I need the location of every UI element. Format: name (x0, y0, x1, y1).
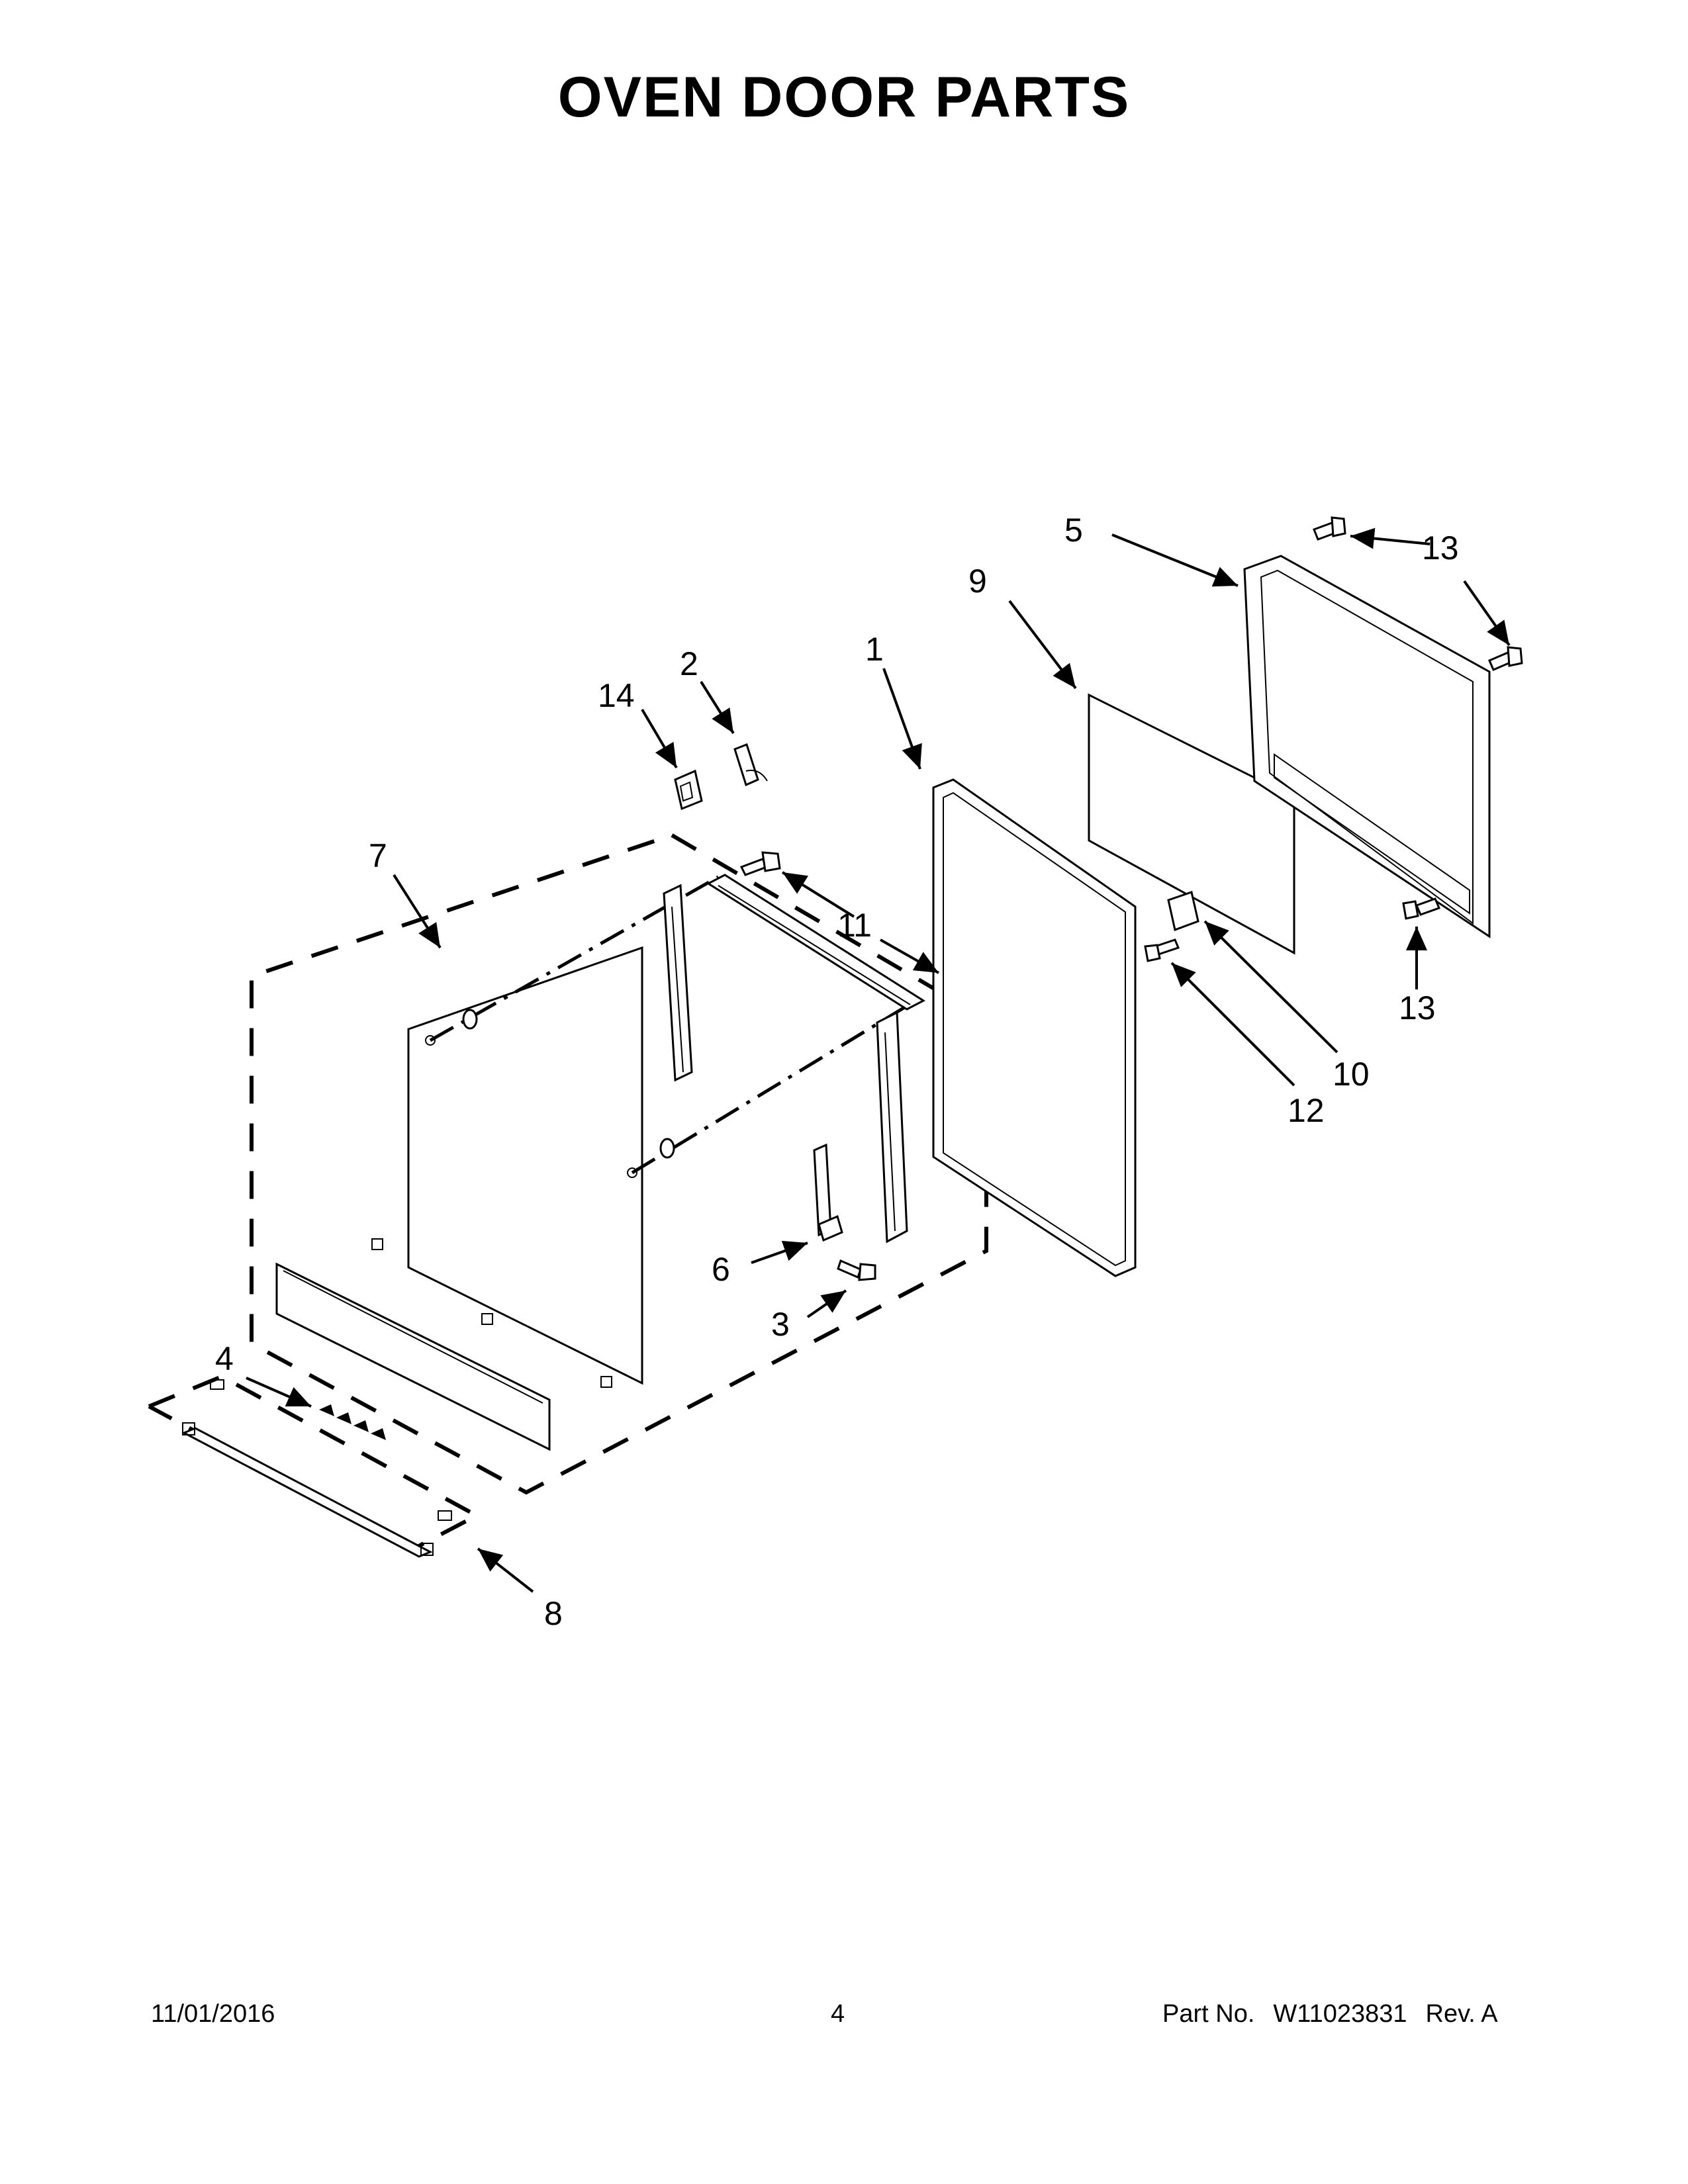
panel-screw-top-right (1488, 646, 1523, 671)
hinge-screw (837, 1259, 876, 1281)
footer-revision: Rev. A (1425, 2000, 1498, 2028)
hinge (813, 1143, 843, 1242)
footer-part-info: Part No. W11023831 Rev. A (1162, 2000, 1498, 2028)
callout-13-bottom: 13 (1399, 989, 1436, 1026)
callout-12: 12 (1288, 1092, 1325, 1129)
callout-labels: 1 2 3 4 5 6 7 8 9 10 11 12 13 13 14 (215, 512, 1459, 1632)
door-trim-strip (275, 1262, 551, 1451)
door-side-channel-right (876, 1011, 908, 1244)
handle-spacers (319, 1404, 386, 1440)
footer-page-number: 4 (831, 2000, 845, 2028)
callout-1: 1 (865, 631, 884, 668)
clip (674, 769, 703, 811)
outer-door-assembly-outline (250, 833, 988, 1495)
door-side-channel-left (663, 884, 693, 1082)
callout-13-top: 13 (1422, 529, 1459, 567)
frame-screw-top (739, 851, 781, 876)
callout-4: 4 (215, 1340, 234, 1377)
bracket (733, 743, 768, 787)
callout-5: 5 (1064, 512, 1083, 549)
inner-door-panel (1243, 555, 1491, 938)
glass-retainer-bracket (1167, 891, 1199, 932)
inner-glass-panel (1088, 693, 1295, 955)
glass-mount-washers (462, 1009, 675, 1159)
callout-9: 9 (968, 563, 987, 600)
outer-glass-panel (371, 946, 643, 1388)
page-title: OVEN DOOR PARTS (557, 66, 1131, 129)
callout-10: 10 (1333, 1056, 1370, 1093)
inner-door-frame (932, 778, 1137, 1277)
callout-8: 8 (544, 1595, 563, 1632)
footer-part-number: W11023831 (1273, 2000, 1407, 2028)
leader-lines (246, 527, 1511, 1593)
footer-date: 11/01/2016 (151, 2000, 275, 2028)
door-handle (181, 1379, 452, 1558)
callout-14: 14 (598, 677, 635, 714)
callout-6: 6 (712, 1251, 730, 1288)
panel-screw-top-left (1313, 516, 1346, 541)
retainer-screw (1144, 938, 1180, 962)
handle-assembly-outline (148, 1374, 481, 1551)
callout-2: 2 (680, 645, 698, 682)
alignment-lines (429, 875, 908, 1175)
callout-11: 11 (837, 907, 872, 944)
panel-screw-bottom (1402, 897, 1441, 920)
footer-part-label: Part No. (1162, 2000, 1255, 2028)
door-top-rail (706, 874, 926, 1011)
callout-7: 7 (369, 837, 387, 874)
callout-3: 3 (771, 1306, 790, 1343)
